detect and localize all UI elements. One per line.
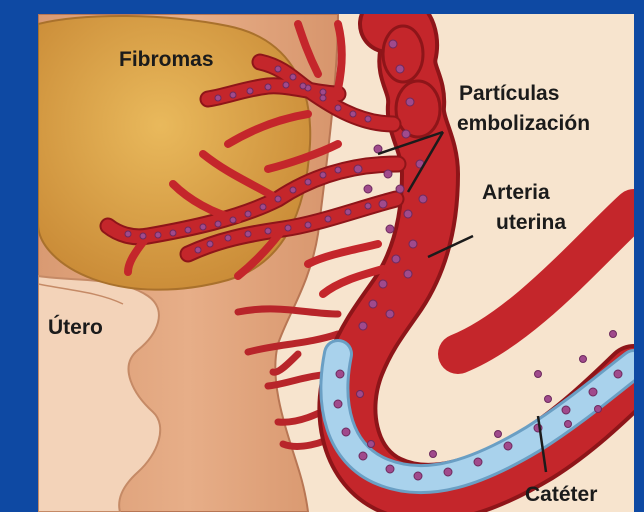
label-embolizacion: embolización: [457, 111, 590, 137]
label-cateter: Catéter: [525, 482, 597, 508]
label-particulas: Partículas: [459, 81, 559, 107]
label-utero: Útero: [48, 315, 103, 341]
label-fibromas: Fibromas: [119, 47, 214, 73]
label-uterina: uterina: [496, 210, 566, 236]
embolization-diagram: Fibromas Partículas embolización Arteria…: [38, 14, 634, 512]
label-arteria: Arteria: [482, 180, 550, 206]
